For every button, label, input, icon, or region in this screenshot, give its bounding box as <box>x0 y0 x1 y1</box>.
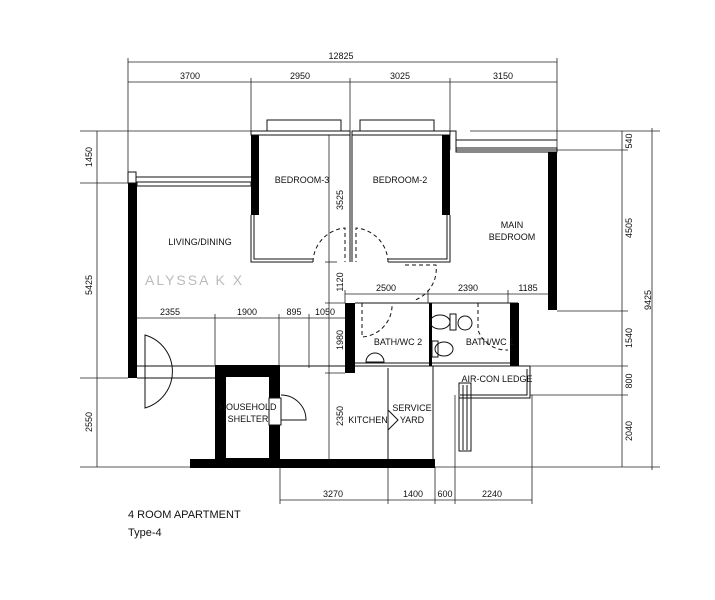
dim-left-1: 1450 <box>84 147 94 167</box>
label-kitchen: KITCHEN <box>348 415 388 425</box>
label-service: SERVICE <box>392 403 431 413</box>
dim-left-2: 5425 <box>84 275 94 295</box>
dim-inner-3: 1980 <box>335 330 345 350</box>
dim-bottom-1: 3270 <box>323 489 343 499</box>
dim-mid-4: 1050 <box>315 307 335 317</box>
dim-bottom-3: 600 <box>437 489 452 499</box>
dim-overall-depth: 9425 <box>643 290 653 310</box>
dim-bath-2: 2390 <box>458 283 478 293</box>
dim-bath-3: 1185 <box>518 283 537 293</box>
dim-top-1: 3700 <box>180 71 200 81</box>
dim-mid-1: 2355 <box>160 307 180 317</box>
label-household: HOUSEHOLD <box>219 402 277 412</box>
dim-top-3: 3025 <box>390 71 410 81</box>
dim-inner-2: 1120 <box>335 272 345 291</box>
dim-right-2: 4505 <box>624 218 634 238</box>
dim-top-4: 3150 <box>493 71 513 81</box>
plan-title: 4 ROOM APARTMENT <box>128 509 241 521</box>
sanitary-fixtures <box>365 313 473 363</box>
dim-right-1: 540 <box>624 133 634 148</box>
dim-bath-1: 2500 <box>376 283 396 293</box>
label-living-dining: LIVING/DINING <box>168 237 232 247</box>
dim-overall-width: 12825 <box>328 51 353 61</box>
dim-mid-2: 1900 <box>237 307 257 317</box>
right-dimensions: 540 4505 1540 800 2040 9425 <box>435 128 660 470</box>
dim-mid-3: 895 <box>286 307 301 317</box>
label-bath-wc-1: BATH/WC 1 <box>466 337 514 347</box>
dim-left-3: 2550 <box>84 412 94 432</box>
dim-right-5: 2040 <box>624 421 634 441</box>
label-main-bedroom-1: MAIN <box>501 220 524 230</box>
label-bath-wc-2: BATH/WC 2 <box>374 337 422 347</box>
plan-subtitle: Type-4 <box>128 527 162 539</box>
internal-dimensions: 2355 1900 895 1050 2500 2390 1185 3525 1… <box>137 135 548 459</box>
room-labels: LIVING/DINING BEDROOM-3 BEDROOM-2 MAIN B… <box>168 175 535 425</box>
label-bedroom-2: BEDROOM-2 <box>373 175 428 185</box>
left-dimensions: 1450 5425 2550 <box>80 130 251 468</box>
dim-bottom-4: 2240 <box>482 489 502 499</box>
dim-right-3: 1540 <box>624 328 634 348</box>
watermark: ALYSSA K X <box>145 272 244 288</box>
label-aircon-ledge: AIR-CON LEDGE <box>461 374 532 384</box>
dim-right-4: 800 <box>624 373 634 388</box>
doors <box>144 227 509 431</box>
dim-bottom-2: 1400 <box>403 489 423 499</box>
label-main-bedroom-2: BEDROOM <box>489 232 536 242</box>
top-dimensions: 12825 3700 2950 3025 3150 <box>127 51 558 183</box>
label-yard: YARD <box>400 415 425 425</box>
dim-inner-1: 3525 <box>335 190 345 210</box>
bottom-dimensions: 3270 1400 600 2240 <box>279 395 533 504</box>
dim-inner-4: 2350 <box>335 406 345 426</box>
label-shelter: SHELTER <box>228 414 269 424</box>
walls <box>127 119 558 468</box>
dim-top-2: 2950 <box>290 71 310 81</box>
label-bedroom-3: BEDROOM-3 <box>275 175 330 185</box>
